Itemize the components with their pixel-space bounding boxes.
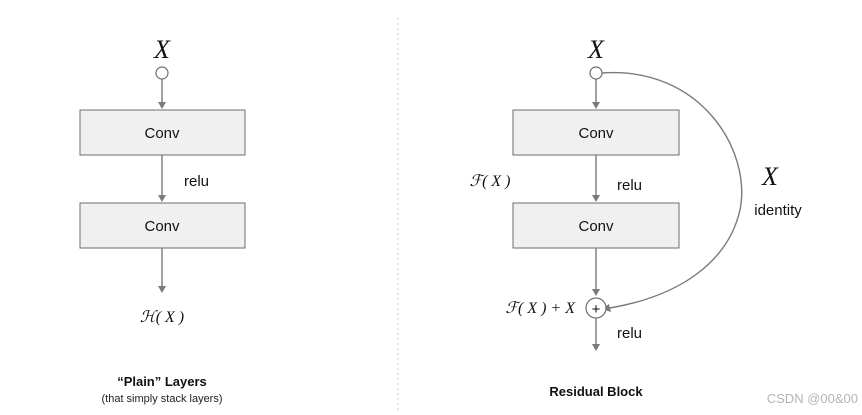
residual-arrowhead-4 xyxy=(592,344,600,351)
identity-skip-connection xyxy=(601,71,743,309)
plain-conv2-label: Conv xyxy=(144,218,180,235)
residual-sum-label: ℱ( X ) + X xyxy=(505,300,576,317)
residual-arrowhead-1 xyxy=(592,102,600,109)
residual-caption-title: Residual Block xyxy=(549,384,643,399)
plain-output-label: ℋ( X ) xyxy=(140,309,184,326)
watermark: CSDN @00&00 xyxy=(767,391,858,406)
plain-conv1-label: Conv xyxy=(144,125,180,142)
identity-x-label: X xyxy=(761,162,779,191)
plain-input-node xyxy=(155,66,169,80)
sum-plus-symbol: + xyxy=(592,301,601,318)
plain-input-label: X xyxy=(153,35,171,64)
plain-caption-title: “Plain” Layers xyxy=(117,374,207,389)
residual-conv2-label: Conv xyxy=(578,218,614,235)
identity-label: identity xyxy=(754,202,802,219)
plain-caption-subtitle: (that simply stack layers) xyxy=(101,393,222,405)
residual-arrowhead-2 xyxy=(592,195,600,202)
residual-arrowhead-3 xyxy=(592,289,600,296)
residual-conv1-label: Conv xyxy=(578,125,614,142)
plain-arrowhead-2 xyxy=(158,195,166,202)
plain-conv1-box xyxy=(79,109,246,156)
residual-f-label: ℱ( X ) xyxy=(469,173,510,190)
residual-input-label: X xyxy=(587,35,605,64)
plain-layers-diagram: X Conv relu Conv ℋ( X ) “Plain” Layers (… xyxy=(79,35,246,405)
residual-relu-label: relu xyxy=(617,177,642,194)
plain-arrowhead-3 xyxy=(158,286,166,293)
residual-input-node xyxy=(589,66,603,80)
plain-arrowhead-1 xyxy=(158,102,166,109)
residual-relu-out-label: relu xyxy=(617,325,642,342)
residual-block-diagram: X Conv ℱ( X ) relu Conv X identity + ℱ( … xyxy=(469,35,802,399)
plain-relu-label: relu xyxy=(184,173,209,190)
